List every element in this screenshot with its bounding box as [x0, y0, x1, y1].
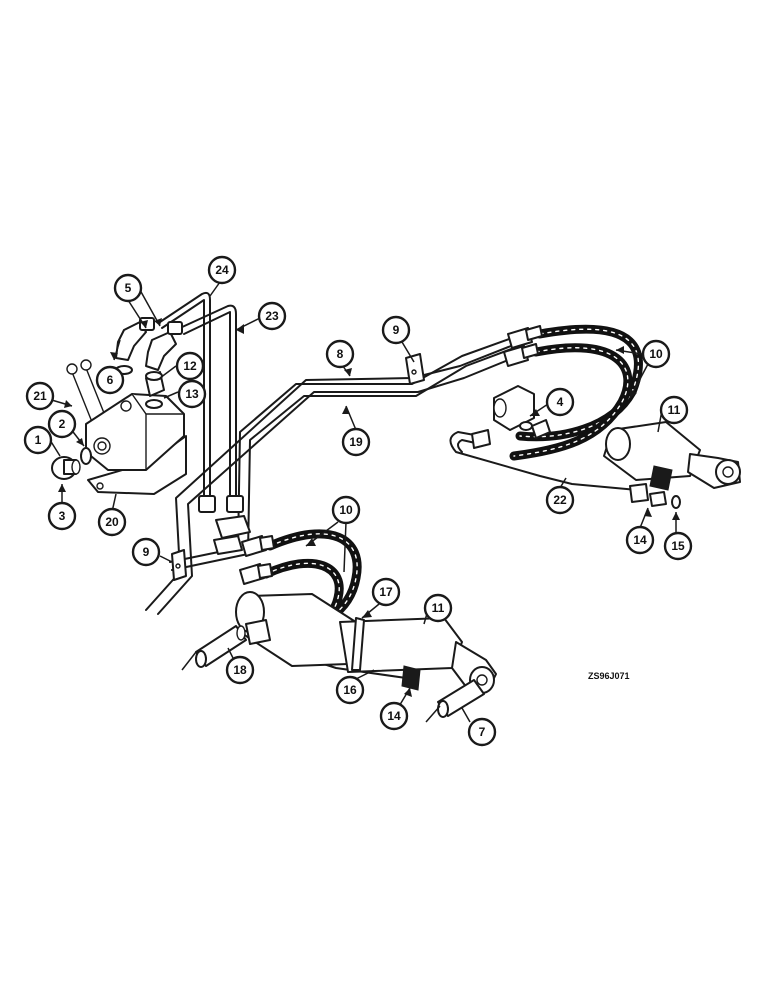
callout-14-lower: 14	[379, 701, 409, 731]
svg-text:9: 9	[143, 545, 150, 559]
svg-text:14: 14	[633, 533, 647, 547]
plug-3	[51, 456, 81, 480]
callout-5: 5	[113, 273, 143, 303]
svg-text:10: 10	[339, 503, 353, 517]
svg-text:8: 8	[337, 347, 344, 361]
svg-text:11: 11	[668, 403, 681, 417]
o-ring-13	[145, 399, 163, 409]
o-ring-15	[671, 495, 681, 509]
svg-text:13: 13	[185, 387, 199, 401]
leader-arrows	[58, 318, 680, 697]
callout-11-lower: 11	[423, 593, 453, 623]
callout-21: 21	[25, 381, 55, 411]
callout-24: 24	[207, 255, 237, 285]
cylinder-11-lower	[235, 591, 497, 694]
svg-text:7: 7	[479, 725, 486, 739]
callout-10-lower: 10	[331, 495, 361, 525]
clip-9-upper	[405, 353, 425, 385]
pin-7	[425, 679, 485, 723]
callout-1: 1	[23, 425, 53, 455]
callout-13: 13	[177, 379, 207, 409]
callout-4: 4	[545, 387, 575, 417]
callout-10-upper: 10	[641, 339, 671, 369]
svg-text:17: 17	[379, 585, 393, 599]
cylinder-11-upper	[603, 421, 741, 491]
svg-text:22: 22	[553, 493, 567, 507]
svg-text:21: 21	[33, 389, 47, 403]
elbow-fittings-5	[115, 317, 183, 371]
svg-text:5: 5	[125, 281, 132, 295]
svg-text:20: 20	[105, 515, 119, 529]
svg-text:4: 4	[557, 395, 564, 409]
callout-22: 22	[545, 485, 575, 515]
svg-text:11: 11	[432, 601, 445, 615]
callout-2: 2	[47, 409, 77, 439]
callout-3: 3	[47, 501, 77, 531]
callout-9-lower: 9	[131, 537, 161, 567]
svg-text:12: 12	[183, 359, 197, 373]
adapter-12	[145, 371, 165, 397]
svg-text:3: 3	[59, 509, 66, 523]
callout-18: 18	[225, 655, 255, 685]
upper-hose-fittings	[503, 325, 543, 367]
svg-text:6: 6	[107, 373, 114, 387]
lower-hose-fittings	[239, 535, 275, 585]
tube-22	[449, 431, 639, 491]
svg-text:19: 19	[349, 435, 363, 449]
callout-9-upper: 9	[381, 315, 411, 345]
block-4	[493, 385, 551, 439]
svg-text:23: 23	[265, 309, 279, 323]
svg-text:2: 2	[59, 417, 66, 431]
tube-23	[179, 304, 237, 513]
callout-7: 7	[467, 717, 497, 747]
tube-24	[159, 291, 211, 513]
callout-15: 15	[663, 531, 693, 561]
callout-14-upper: 14	[625, 525, 655, 555]
clip-9-lower	[171, 549, 187, 581]
callout-19: 19	[341, 427, 371, 457]
svg-text:24: 24	[215, 263, 229, 277]
callout-20: 20	[97, 507, 127, 537]
callout-12: 12	[175, 351, 205, 381]
svg-text:16: 16	[343, 683, 357, 697]
callout-11-upper: 11	[659, 395, 689, 425]
svg-text:14: 14	[387, 709, 401, 723]
callout-16: 16	[335, 675, 365, 705]
svg-text:15: 15	[671, 539, 685, 553]
callout-8: 8	[325, 339, 355, 369]
pin-18	[181, 625, 247, 671]
fitting-22-end	[471, 429, 649, 503]
callout-23: 23	[257, 301, 287, 331]
tube-end-nuts	[198, 495, 251, 555]
control-valve	[66, 359, 187, 495]
svg-text:18: 18	[233, 663, 247, 677]
o-ring-2	[80, 447, 92, 465]
svg-text:1: 1	[35, 433, 42, 447]
svg-text:10: 10	[649, 347, 663, 361]
drawing-code: ZS96J071	[588, 671, 630, 681]
fitting-14-upper	[649, 491, 667, 507]
callout-6: 6	[95, 365, 125, 395]
svg-text:9: 9	[393, 323, 400, 337]
callout-17: 17	[371, 577, 401, 607]
